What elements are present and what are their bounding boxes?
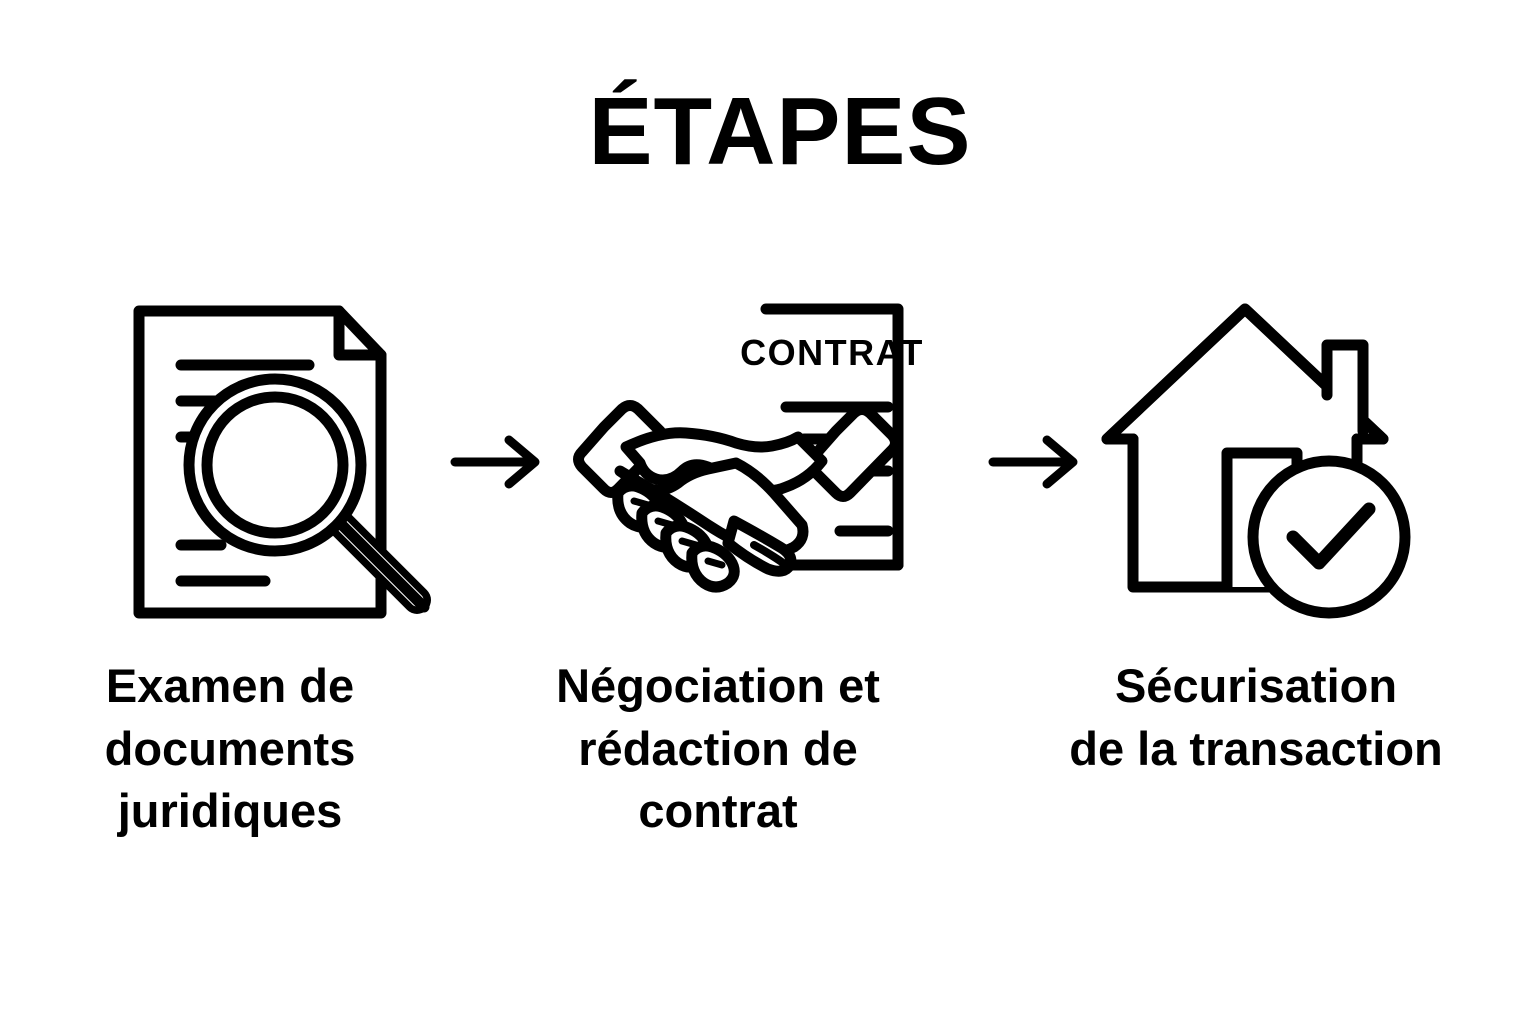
step-1-icon-slot (115, 292, 445, 632)
step-1-caption: Examen de documents juridiques (104, 659, 356, 837)
house-check-icon (1091, 287, 1421, 637)
arrow-right-icon (449, 432, 549, 492)
step-2-icon-slot: CONTRAT (553, 292, 983, 632)
page-title: ÉTAPES (588, 78, 972, 185)
steps-caption-row: Examen de documents juridiques Négociati… (0, 655, 1536, 843)
step-3-icon-slot (1091, 292, 1421, 632)
contract-document-label: CONTRAT (740, 332, 924, 373)
step-3-caption-slot: Sécurisation de la transaction (1041, 655, 1471, 780)
steps-icon-row: CONTRAT (0, 282, 1536, 642)
step-2-caption-slot: Négociation et rédaction de contrat (503, 655, 933, 843)
connector-1-slot (445, 292, 553, 632)
step-2-caption: Négociation et rédaction de contrat (556, 659, 880, 837)
arrow-right-icon (987, 432, 1087, 492)
connector-2-slot (983, 292, 1091, 632)
step-3-caption: Sécurisation de la transaction (1069, 659, 1443, 775)
handshake-contract-icon: CONTRAT (558, 297, 978, 627)
step-1-caption-slot: Examen de documents juridiques (65, 655, 395, 843)
document-magnifier-icon (125, 297, 435, 627)
